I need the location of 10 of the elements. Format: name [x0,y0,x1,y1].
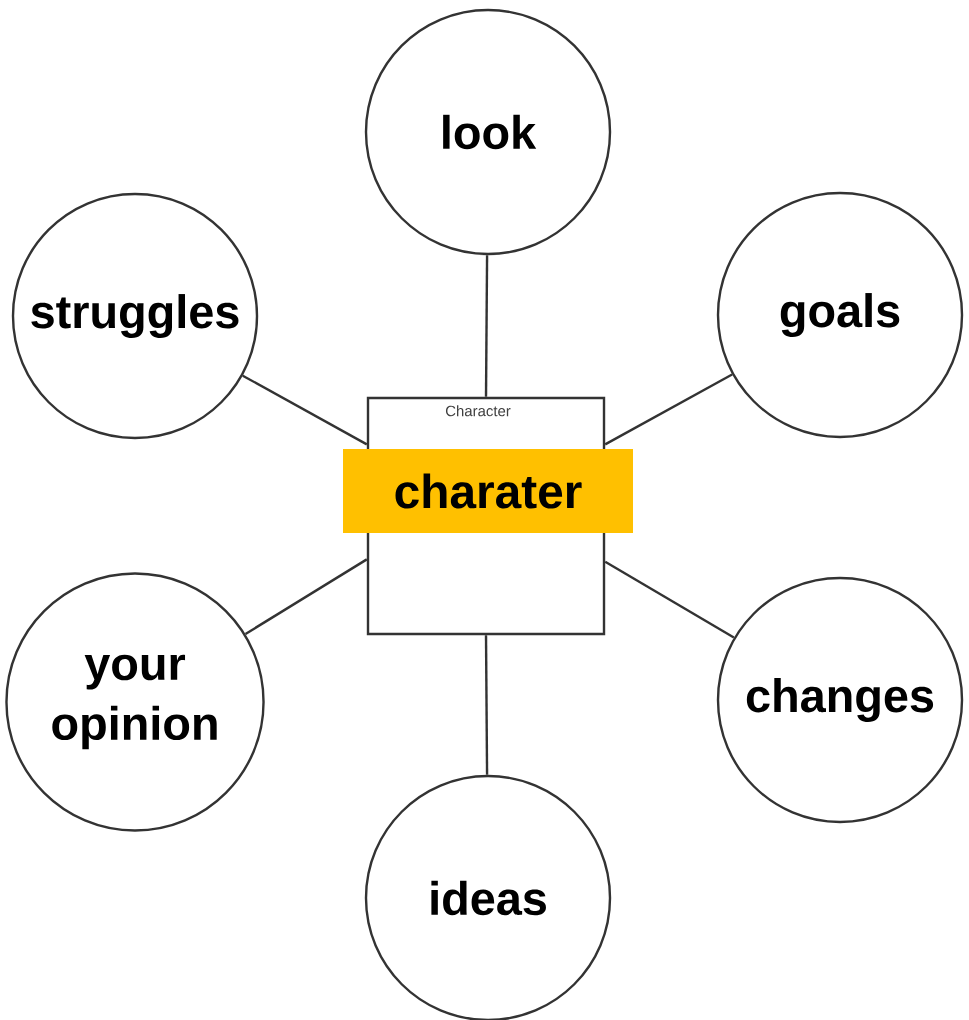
circle-node: look [364,8,612,256]
connector-line [604,560,735,639]
connector-line [244,558,368,636]
circle-node: your opinion [5,572,265,832]
circle-node: struggles [11,192,259,440]
circle-node: changes [716,576,964,824]
connector-line [484,255,489,397]
highlight-label: charater [343,449,633,533]
circle-node: goals [716,191,964,439]
connector-line [484,635,489,775]
